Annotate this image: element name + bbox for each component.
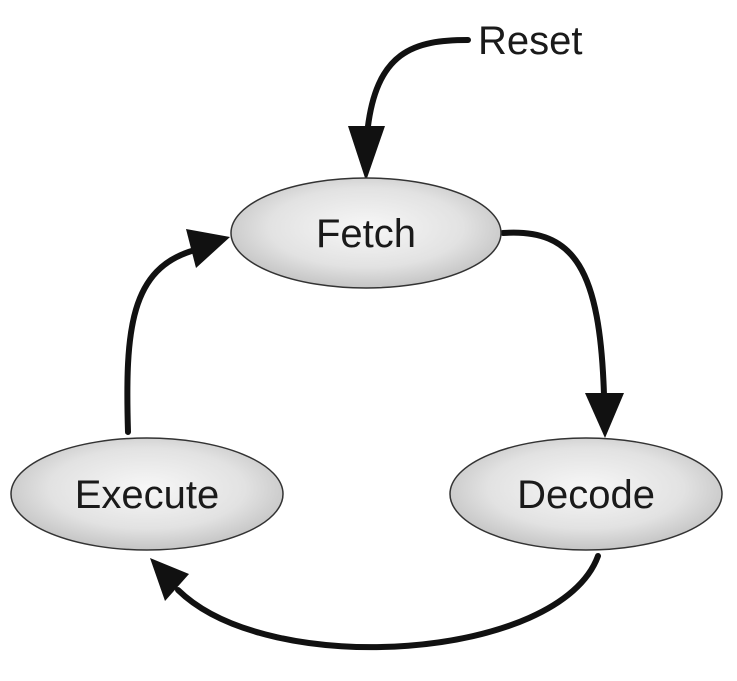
arrowhead-decode-to-execute bbox=[150, 558, 189, 601]
edge-execute-to-fetch bbox=[124, 247, 198, 435]
arrowhead-reset-to-fetch bbox=[348, 126, 385, 181]
node-decode-label: Decode bbox=[517, 473, 655, 517]
node-fetch-label: Fetch bbox=[316, 212, 416, 256]
arrowhead-fetch-to-decode bbox=[585, 393, 624, 438]
node-decode: Decode bbox=[449, 437, 723, 551]
node-execute-label: Execute bbox=[75, 473, 220, 517]
entry-reset-label: Reset bbox=[478, 19, 583, 63]
node-fetch: Fetch bbox=[230, 177, 502, 289]
node-fetch-shape bbox=[230, 177, 502, 289]
node-decode-shape bbox=[449, 437, 723, 551]
edge-reset-to-fetch bbox=[364, 37, 471, 138]
node-execute: Execute bbox=[10, 437, 284, 551]
edge-fetch-to-decode bbox=[500, 229, 607, 398]
arrowhead-execute-to-fetch bbox=[186, 229, 230, 268]
node-execute-shape bbox=[10, 437, 284, 551]
edge-decode-to-execute bbox=[175, 553, 601, 651]
edges bbox=[124, 37, 624, 651]
